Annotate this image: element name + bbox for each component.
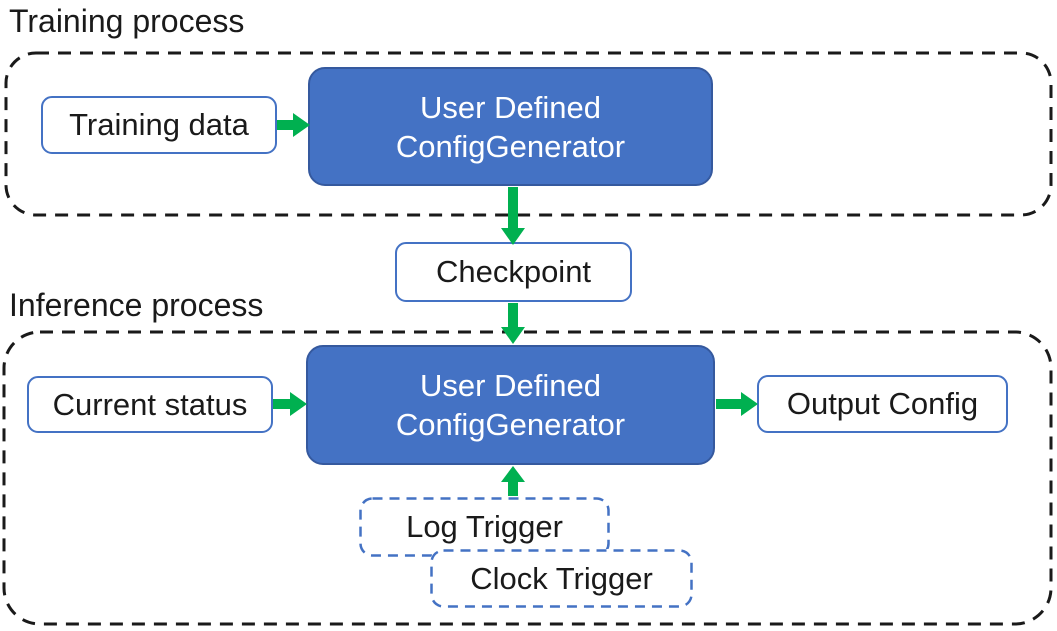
training-configgenerator-line2: ConfigGenerator <box>395 128 626 164</box>
training-data-label: Training data <box>69 107 249 142</box>
arrow-checkpoint-to-generator <box>501 303 525 344</box>
checkpoint-node: Checkpoint <box>395 242 632 302</box>
current-status-label: Current status <box>52 386 248 422</box>
training-process-label: Training process <box>9 3 245 39</box>
training-data-node: Training data <box>41 96 277 154</box>
inference-configgenerator-line1: User Defined <box>420 368 601 403</box>
output-config-label: Output Config <box>786 386 979 421</box>
inference-configgenerator-node: User Defined ConfigGenerator <box>306 345 715 465</box>
current-status-node: Current status <box>27 376 273 433</box>
output-config-node: Output Config <box>757 375 1008 433</box>
arrow-generator-to-output-config <box>716 392 758 416</box>
checkpoint-label: Checkpoint <box>435 254 592 289</box>
arrow-current-status-to-generator <box>273 392 307 416</box>
clock-trigger-node: Clock Trigger <box>430 549 693 608</box>
log-trigger-node: Log Trigger <box>359 497 610 557</box>
training-configgenerator-line1: User Defined <box>420 89 601 125</box>
inference-process-label: Inference process <box>9 287 264 323</box>
arrow-training-data-to-generator <box>277 113 310 137</box>
inference-configgenerator-line2: ConfigGenerator <box>395 407 626 442</box>
clock-trigger-label: Clock Trigger <box>470 560 653 596</box>
arrow-triggers-to-generator <box>501 466 525 496</box>
log-trigger-label: Log Trigger <box>406 509 563 544</box>
arrow-generator-to-checkpoint <box>501 187 525 245</box>
training-configgenerator-node: User Defined ConfigGenerator <box>308 67 713 186</box>
